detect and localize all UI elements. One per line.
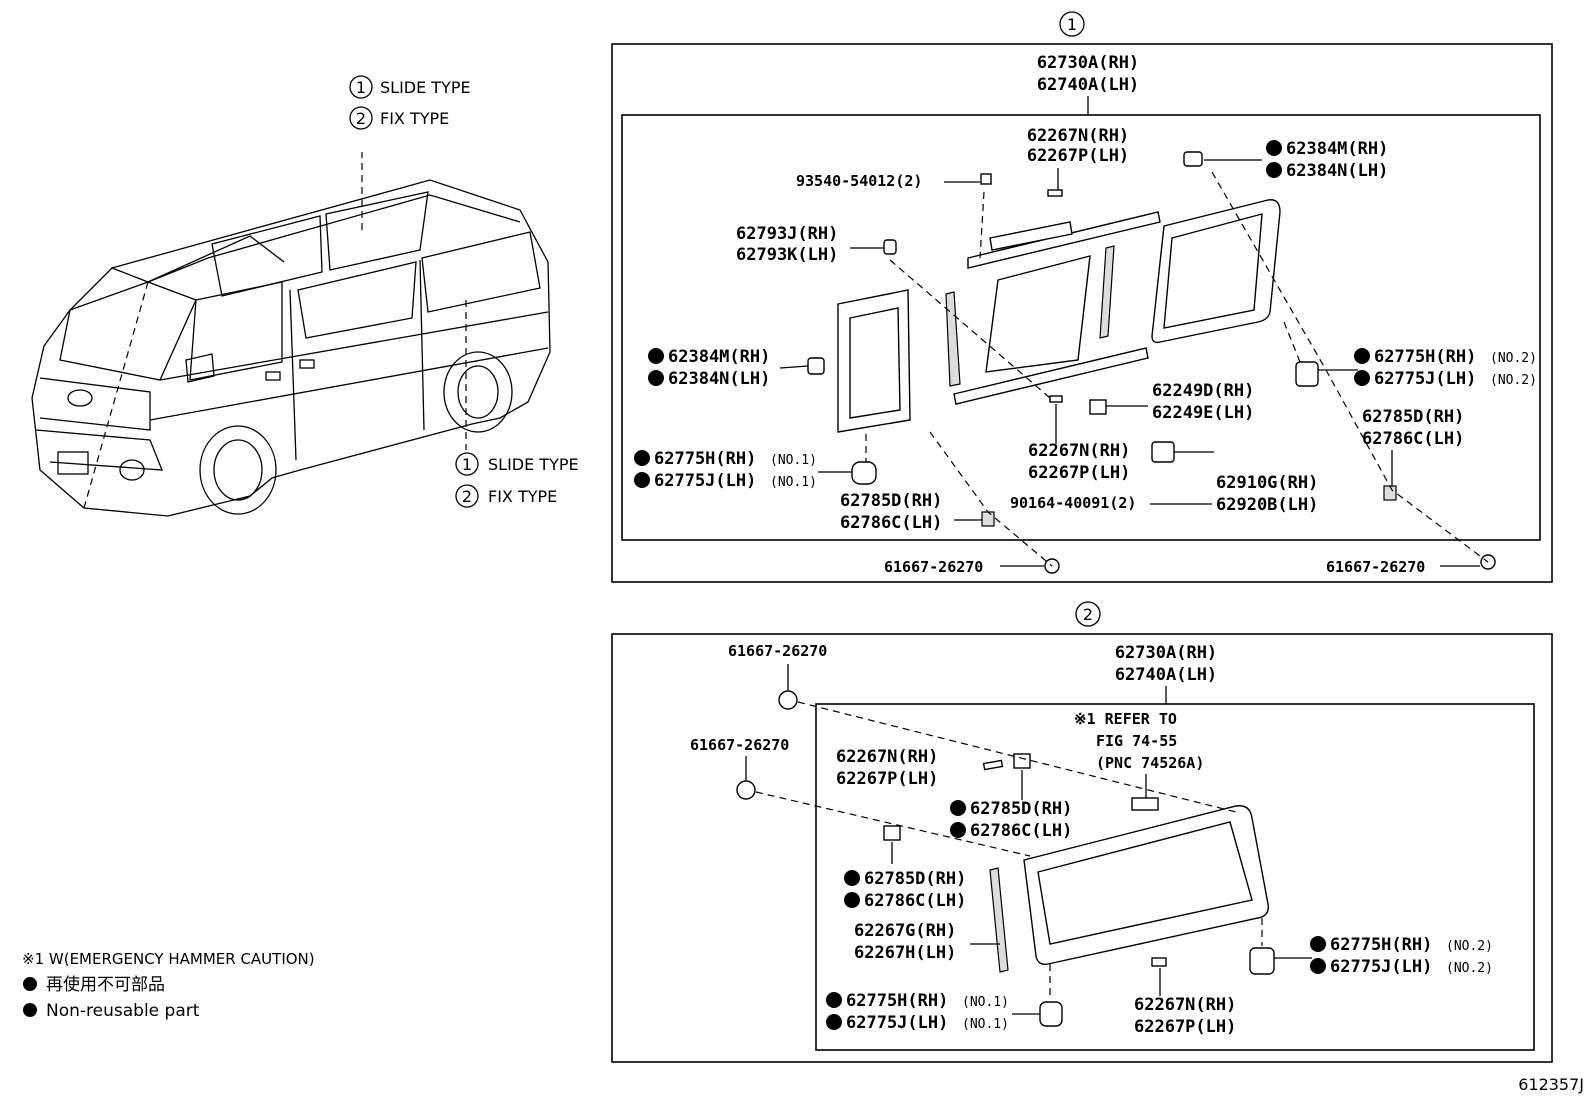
s1-bottom-rail — [953, 347, 1149, 405]
s2-no1-b: (NO.1) — [962, 1017, 1009, 1032]
s2-no1-a: (NO.1) — [962, 995, 1009, 1010]
s1-62910-rh: 62910G(RH) — [1216, 473, 1318, 493]
s1-62785-l-lh: 62786C(LH) — [840, 513, 942, 533]
s1-62249-lh: 62249E(LH) — [1152, 403, 1254, 423]
s1-62384m-l-lh: 62384N(LH) — [668, 369, 770, 389]
s2-62775-l-rh: 62775H(RH) — [846, 991, 948, 1011]
s1-62793-lh: 62793K(LH) — [736, 245, 838, 265]
section-2: 2 62730A(RH) 62740A(LH) 61667-26270 6166… — [611, 601, 1553, 1063]
s2-vertical-strip — [989, 867, 1009, 973]
s2-62785-a-lh: 62786C(LH) — [970, 821, 1072, 841]
s2-label-plate — [1131, 797, 1159, 811]
s2-assy-lh: 62740A(LH) — [1115, 665, 1217, 685]
label-slide-type-side: SLIDE TYPE — [488, 455, 579, 474]
s1-assy-lh: 62740A(LH) — [1037, 75, 1139, 95]
callout-num-1b: 1 — [462, 455, 472, 474]
van-callouts: 1 SLIDE TYPE 2 FIX TYPE 1 SLIDE TYPE 2 F… — [349, 75, 579, 508]
s2-62785-a-rh: 62785D(RH) — [970, 799, 1072, 819]
s1-90164: 90164-40091(2) — [1010, 494, 1136, 512]
s1-62384m-l-rh: 62384M(RH) — [668, 347, 770, 367]
s2-no2-a: (NO.2) — [1446, 939, 1493, 954]
s2-62267n-bot-lh: 62267P(LH) — [1134, 1017, 1236, 1037]
label-fix-type-side: FIX TYPE — [488, 487, 557, 506]
s1-bolt — [980, 173, 992, 185]
s2-no2-b: (NO.2) — [1446, 961, 1493, 976]
legend-note: ※1 W(EMERGENCY HAMMER CAUTION) — [22, 950, 315, 968]
s1-vertical-strip — [945, 291, 961, 387]
legend: ※1 W(EMERGENCY HAMMER CAUTION) 再使用不可部品 N… — [22, 950, 315, 1021]
section-1-number: 1 — [1067, 15, 1077, 34]
section-1: 1 62730A(RH) 62740A(LH) — [611, 11, 1553, 583]
legend-dot-icon — [23, 1003, 37, 1017]
s1-62793-rh: 62793J(RH) — [736, 224, 838, 244]
label-fix-type-top: FIX TYPE — [380, 109, 449, 128]
s1-62775-r-lh: 62775J(LH) — [1374, 369, 1476, 389]
legend-en: Non-reusable part — [46, 1001, 200, 1021]
legend-dot-icon — [23, 977, 37, 991]
label-slide-type-top: SLIDE TYPE — [380, 78, 471, 97]
s1-62785-l-rh: 62785D(RH) — [840, 491, 942, 511]
s1-62920-lh: 62920B(LH) — [1216, 495, 1318, 515]
s2-62267n-top-lh: 62267P(LH) — [836, 769, 938, 789]
s2-62775-r-lh: 62775J(LH) — [1330, 957, 1432, 977]
s1-no1-a: (NO.1) — [770, 453, 817, 468]
s2-62785-b-lh: 62786C(LH) — [864, 891, 966, 911]
s1-62384m-tr-lh: 62384N(LH) — [1286, 161, 1388, 181]
callout-num-1: 1 — [356, 78, 366, 97]
s1-62384m-tr-rh: 62384M(RH) — [1286, 139, 1388, 159]
s1-62775-l-lh: 62775J(LH) — [654, 471, 756, 491]
callout-num-2: 2 — [356, 109, 366, 128]
s2-62267g-rh: 62267G(RH) — [854, 921, 956, 941]
s1-no2-a: (NO.2) — [1490, 351, 1537, 366]
s1-assy-rh: 62730A(RH) — [1037, 53, 1139, 73]
callout-num-2b: 2 — [462, 487, 472, 506]
s2-refer-3: (PNC 74526A) — [1096, 754, 1204, 772]
s1-center-glass — [985, 255, 1091, 373]
s1-62249-rh: 62249D(RH) — [1152, 381, 1254, 401]
s1-no2-b: (NO.2) — [1490, 373, 1537, 388]
s1-62267n-top-rh: 62267N(RH) — [1027, 126, 1129, 146]
s2-62267n-bot-rh: 62267N(RH) — [1134, 995, 1236, 1015]
s1-62267n-mid-lh: 62267P(LH) — [1028, 463, 1130, 483]
s2-refer-1: ※1 REFER TO — [1074, 710, 1177, 728]
s1-93540: 93540-54012(2) — [796, 172, 922, 190]
s2-62775-l-lh: 62775J(LH) — [846, 1013, 948, 1033]
s2-61667-a: 61667-26270 — [728, 642, 827, 660]
figure-id: 612357J — [1518, 1075, 1584, 1094]
s1-62775-r-rh: 62775H(RH) — [1374, 347, 1476, 367]
s2-62267n-top-rh: 62267N(RH) — [836, 747, 938, 767]
s2-62775-r-rh: 62775H(RH) — [1330, 935, 1432, 955]
s1-62267n-top-lh: 62267P(LH) — [1027, 146, 1129, 166]
s2-62785-b-rh: 62785D(RH) — [864, 869, 966, 889]
s2-62267g-lh: 62267H(LH) — [854, 943, 956, 963]
van-illustration — [31, 152, 551, 517]
s1-62267n-mid-rh: 62267N(RH) — [1028, 441, 1130, 461]
s2-assy-rh: 62730A(RH) — [1115, 643, 1217, 663]
s1-top-rail — [967, 211, 1161, 269]
s1-61667-a: 61667-26270 — [884, 558, 983, 576]
s1-62785-r-lh: 62786C(LH) — [1362, 429, 1464, 449]
s2-clip-a — [778, 690, 798, 710]
section-2-number: 2 — [1083, 605, 1093, 624]
s2-refer-2: FIG 74-55 — [1096, 732, 1177, 750]
s1-62785-r-rh: 62785D(RH) — [1362, 407, 1464, 427]
s1-no1-b: (NO.1) — [770, 475, 817, 490]
s2-61667-b: 61667-26270 — [690, 736, 789, 754]
legend-jp: 再使用不可部品 — [46, 974, 165, 995]
s1-62775-l-rh: 62775H(RH) — [654, 449, 756, 469]
s1-61667-b: 61667-26270 — [1326, 558, 1425, 576]
s2-clip-b — [736, 780, 756, 800]
